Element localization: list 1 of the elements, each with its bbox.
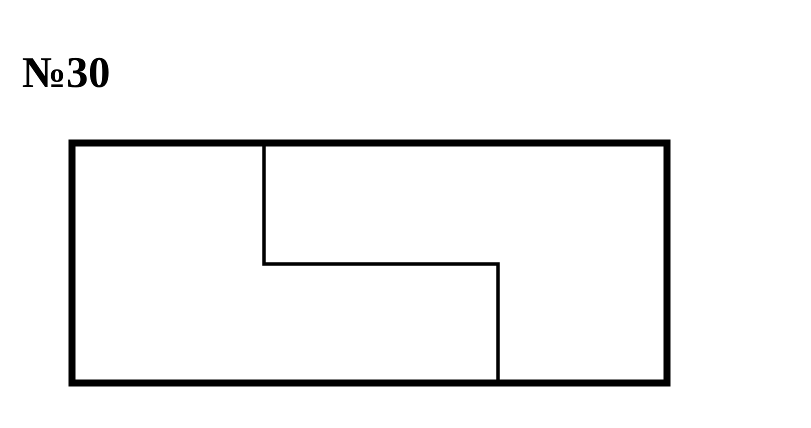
problem-number: №30 [22,48,110,98]
